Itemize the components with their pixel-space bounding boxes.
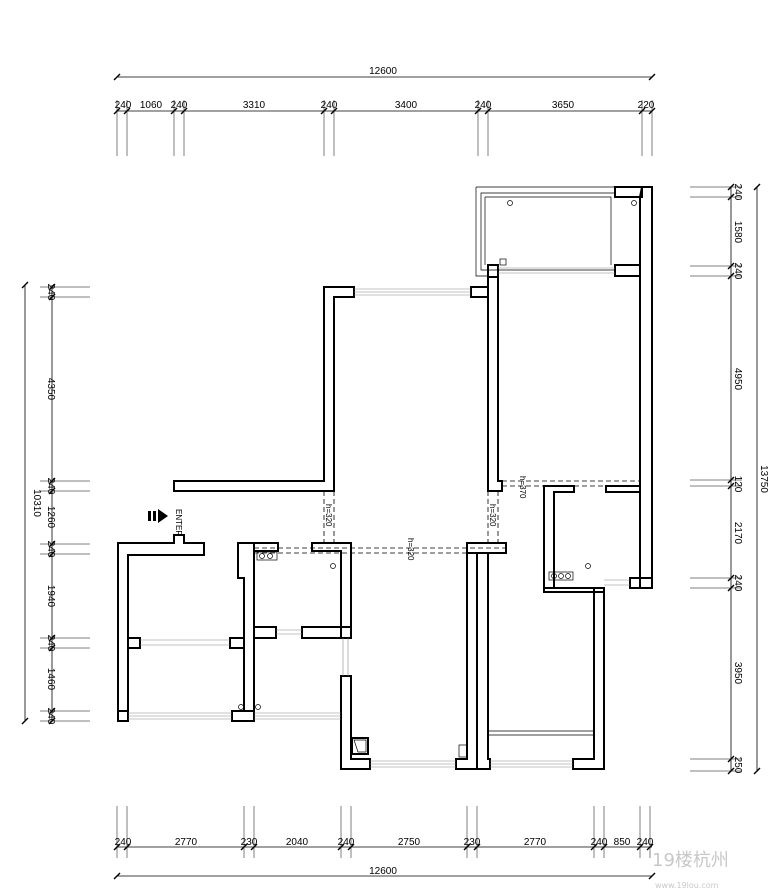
bottom-dim-3: 2040 xyxy=(286,837,309,848)
beam-label-4: h=370 xyxy=(518,476,527,499)
enter-label: ENTER xyxy=(174,509,183,536)
right-dim-0: 240 xyxy=(732,184,743,201)
top-dim-4: 240 xyxy=(321,100,338,111)
right-dim-4: 120 xyxy=(732,476,743,493)
left-dim-8: 240 xyxy=(45,708,56,725)
left-dim-6: 240 xyxy=(45,635,56,652)
left-total-dim: 10310 xyxy=(31,489,42,517)
right-dim-5: 2170 xyxy=(732,522,743,545)
watermark-brand: 19楼杭州 xyxy=(652,850,729,871)
beams xyxy=(254,480,640,554)
right-total-dim: 13750 xyxy=(758,465,769,493)
beam-label-1: h=320 xyxy=(324,504,333,527)
right-dim-3: 4950 xyxy=(732,368,743,391)
top-dim-2: 240 xyxy=(171,100,188,111)
top-dim-0: 240 xyxy=(115,100,132,111)
bottom-dim-10: 240 xyxy=(637,837,654,848)
left-dimension-chain: 10310 240 4350 240 xyxy=(21,281,90,725)
top-dim-8: 220 xyxy=(638,100,655,111)
bottom-dimension-chain: 240 2770 230 2040 240 2750 230 2770 240 … xyxy=(113,806,656,880)
left-dim-4: 240 xyxy=(45,541,56,558)
left-dim-3: 1260 xyxy=(45,506,56,529)
bottom-dim-9: 850 xyxy=(614,837,631,848)
bottom-total-dim: 12600 xyxy=(369,866,397,877)
bottom-dim-0: 240 xyxy=(115,837,132,848)
right-dim-7: 3950 xyxy=(732,662,743,685)
left-dim-2: 240 xyxy=(45,478,56,495)
left-dim-5: 1940 xyxy=(45,585,56,608)
enter-arrow-icon xyxy=(148,509,168,523)
windows xyxy=(128,186,630,768)
walls xyxy=(117,186,653,770)
right-dimension-chain: 240 1580 240 4950 120 2170 240 3950 250 … xyxy=(690,183,769,775)
bottom-dim-8: 240 xyxy=(591,837,608,848)
top-dim-6: 240 xyxy=(475,100,492,111)
beam-label-2: h=320 xyxy=(488,504,497,527)
top-dim-3: 3310 xyxy=(243,100,266,111)
top-dim-1: 1060 xyxy=(140,100,163,111)
top-dimension-chain: 12600 240 1060 240 xyxy=(113,66,656,156)
bottom-dim-6: 230 xyxy=(464,837,481,848)
fixtures xyxy=(238,200,637,758)
left-dim-1: 4350 xyxy=(45,378,56,401)
bottom-dim-1: 2770 xyxy=(175,837,198,848)
beam-label-3: h=320 xyxy=(406,538,415,561)
top-dim-7: 3650 xyxy=(552,100,575,111)
left-dim-0: 240 xyxy=(45,284,56,301)
watermark-logo: 19楼杭州 www.19lou.com xyxy=(652,850,729,890)
left-dim-7: 1460 xyxy=(45,668,56,691)
bottom-dim-4: 240 xyxy=(338,837,355,848)
bottom-dim-7: 2770 xyxy=(524,837,547,848)
watermark-url: www.19lou.com xyxy=(655,881,719,890)
bottom-dim-2: 230 xyxy=(241,837,258,848)
right-dim-1: 1580 xyxy=(732,221,743,244)
right-dim-2: 240 xyxy=(732,263,743,280)
bottom-dim-5: 2750 xyxy=(398,837,421,848)
top-dim-5: 3400 xyxy=(395,100,418,111)
right-dim-8: 250 xyxy=(732,757,743,774)
right-dim-6: 240 xyxy=(732,575,743,592)
top-total-dim: 12600 xyxy=(369,66,397,77)
